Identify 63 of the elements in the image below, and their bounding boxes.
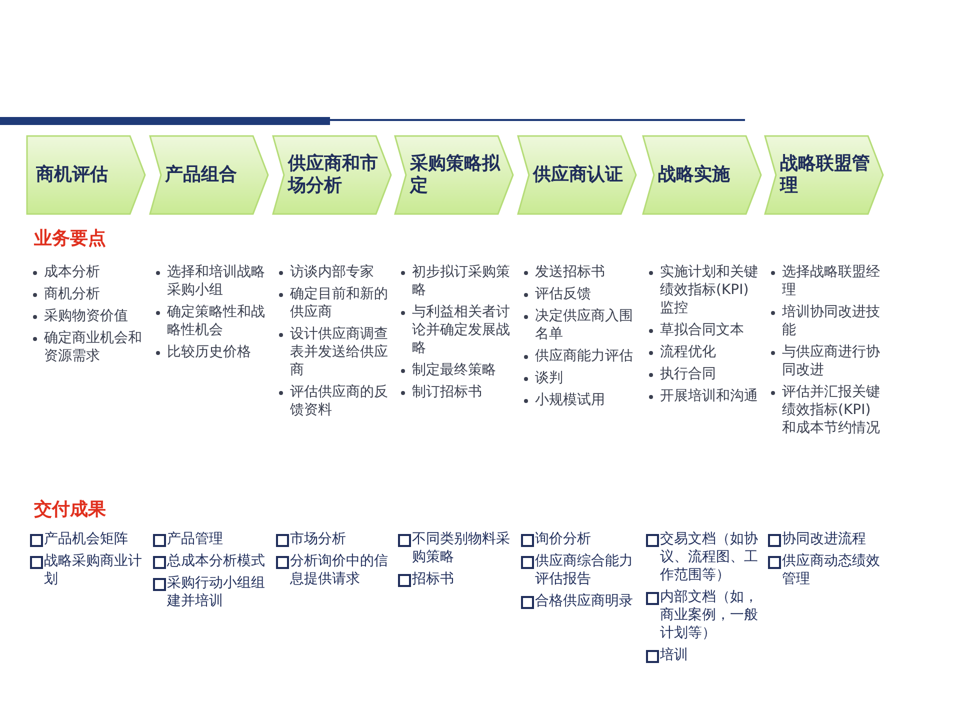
checkbox-item: 产品管理	[153, 530, 269, 548]
step-label: 战略联盟管理	[780, 153, 871, 197]
step-label: 供应商和市场分析	[288, 153, 379, 197]
step-label: 产品组合	[165, 164, 238, 186]
bullet-item: 流程优化	[646, 343, 762, 361]
section-heading: 交付成果	[34, 498, 106, 521]
bullet-item: 草拟合同文本	[646, 321, 762, 339]
process-step-shape	[517, 135, 637, 215]
section-heading: 业务要点	[34, 227, 106, 250]
bullet-item: 制定最终策略	[398, 361, 514, 379]
bullet-item: 实施计划和关键绩效指标(KPI)监控	[646, 263, 762, 317]
bullet-item: 培训协同改进技能	[768, 303, 884, 339]
checkbox-item: 合格供应商明录	[521, 592, 637, 610]
step-label: 采购策略拟定	[410, 153, 502, 197]
bullet-item: 确定目前和新的供应商	[276, 285, 392, 321]
checkbox-item: 市场分析	[276, 530, 392, 548]
bullet-item: 决定供应商入围名单	[521, 307, 637, 343]
checkbox-item: 培训	[646, 646, 762, 664]
process-step-shape	[394, 135, 514, 215]
checkbox-item: 采购行动小组组建并培训	[153, 574, 269, 610]
checkbox-item: 招标书	[398, 570, 514, 588]
checkbox-item: 供应商综合能力评估报告	[521, 552, 637, 588]
bullet-item: 发送招标书	[521, 263, 637, 281]
checkbox-item: 询价分析	[521, 530, 637, 548]
bullet-item: 商机分析	[30, 285, 146, 303]
step-label: 供应商认证	[533, 164, 624, 186]
bullet-item: 比较历史价格	[153, 343, 269, 361]
process-step-shape	[642, 135, 762, 215]
bullet-item: 评估供应商的反馈资料	[276, 383, 392, 419]
bullet-item: 与供应商进行协同改进	[768, 343, 884, 379]
step-label: 战略实施	[658, 164, 731, 186]
bullet-item: 初步拟订采购策略	[398, 263, 514, 299]
bullet-item: 确定商业机会和资源需求	[30, 329, 146, 365]
bullet-item: 执行合同	[646, 365, 762, 383]
process-step-shape	[149, 135, 269, 215]
bullet-item: 开展培训和沟通	[646, 387, 762, 405]
bullet-item: 成本分析	[30, 263, 146, 281]
bullet-item: 访谈内部专家	[276, 263, 392, 281]
process-step-shape	[26, 135, 146, 215]
bullet-item: 选择战略联盟经理	[768, 263, 884, 299]
bullet-item: 供应商能力评估	[521, 347, 637, 365]
bullet-item: 制订招标书	[398, 383, 514, 401]
step-label: 商机评估	[36, 164, 109, 186]
process-step-shape	[764, 135, 884, 215]
bullet-item: 设计供应商调查表并发送给供应商	[276, 325, 392, 379]
bullet-item: 与利益相关者讨论并确定发展战略	[398, 303, 514, 357]
checkbox-item: 战略采购商业计划	[30, 552, 146, 588]
checkbox-item: 总成本分析模式	[153, 552, 269, 570]
checkbox-item: 分析询价中的信息提供请求	[276, 552, 392, 588]
bullet-item: 小规模试用	[521, 391, 637, 409]
process-step-shape	[272, 135, 392, 215]
checkbox-item: 内部文档（如，商业案例，一般计划等）	[646, 588, 762, 642]
bullet-item: 评估并汇报关键绩效指标(KPI)和成本节约情况	[768, 383, 884, 437]
checkbox-item: 协同改进流程	[768, 530, 884, 548]
bullet-item: 选择和培训战略采购小组	[153, 263, 269, 299]
checkbox-item: 交易文档（如协议、流程图、工作范围等）	[646, 530, 762, 584]
checkbox-item: 产品机会矩阵	[30, 530, 146, 548]
bullet-item: 谈判	[521, 369, 637, 387]
bullet-item: 评估反馈	[521, 285, 637, 303]
checkbox-item: 不同类别物料采购策略	[398, 530, 514, 566]
bullet-item: 采购物资价值	[30, 307, 146, 325]
checkbox-item: 供应商动态绩效管理	[768, 552, 884, 588]
bullet-item: 确定策略性和战略性机会	[153, 303, 269, 339]
